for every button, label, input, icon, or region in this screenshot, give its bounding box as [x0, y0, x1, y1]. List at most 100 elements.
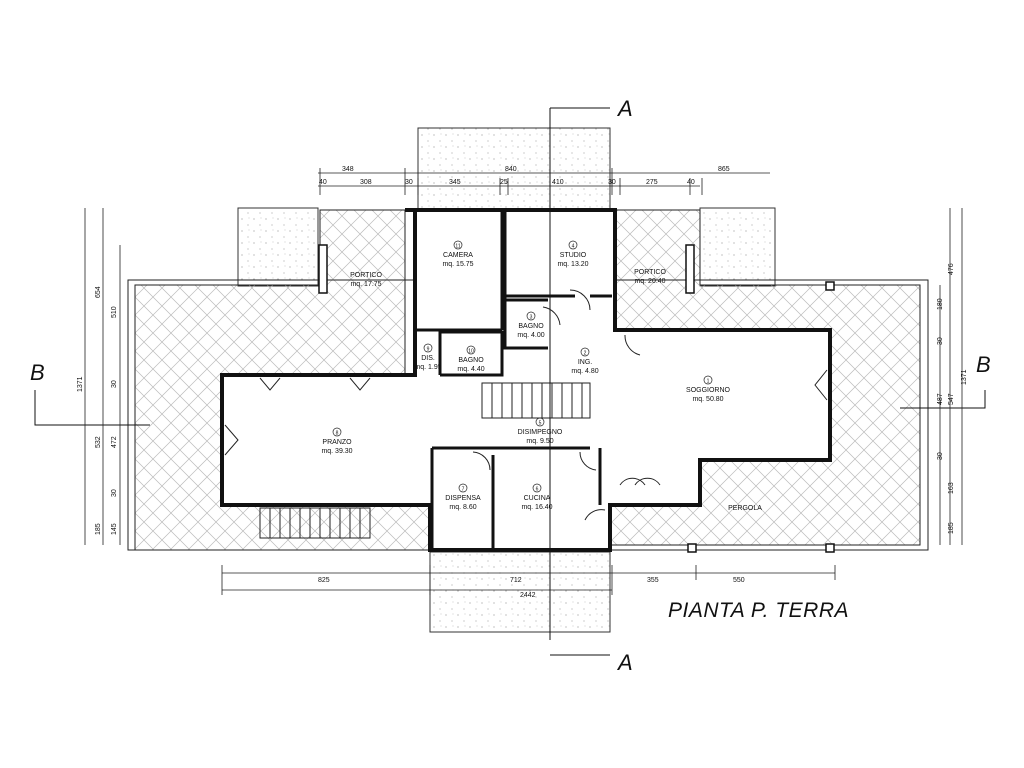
svg-text:3: 3 [530, 315, 533, 321]
dim-label: 30 [111, 380, 118, 388]
svg-text:PORTICO: PORTICO [350, 272, 382, 279]
svg-text:BAGNO: BAGNO [458, 357, 484, 364]
dim-label: 532 [95, 436, 102, 448]
svg-text:4: 4 [572, 244, 575, 250]
svg-text:DISPENSA: DISPENSA [445, 495, 481, 502]
room-disimpegno-9: 9 DIS. mq. 1.95 [414, 343, 442, 371]
room-camera: 11 CAMERA mq. 15.75 [442, 240, 474, 268]
room-pranzo: 8 PRANZO mq. 39.30 [321, 427, 353, 455]
dim-label: 30 [608, 179, 616, 186]
dim-label: 275 [646, 179, 658, 186]
svg-text:1: 1 [707, 379, 710, 385]
dim-bottom: 825 712 355 550 2442 [318, 577, 745, 599]
svg-text:6: 6 [536, 487, 539, 493]
svg-text:mq. 17.75: mq. 17.75 [350, 281, 381, 288]
dim-label: 145 [111, 523, 118, 535]
garden-right [699, 207, 776, 287]
dim-label: 30 [937, 452, 944, 460]
dim-label: 345 [449, 179, 461, 186]
room-bagno-10: 10 BAGNO mq. 4.40 [457, 345, 485, 373]
room-dispensa: 7 DISPENSA mq. 8.60 [445, 483, 481, 511]
dim-label: 30 [111, 489, 118, 497]
svg-text:mq. 16.40: mq. 16.40 [521, 504, 552, 511]
dim-top: 348 840 865 40 308 30 345 25 410 30 275 … [319, 166, 730, 186]
portico-right: PORTICO mq. 20.40 [634, 269, 666, 285]
svg-text:11: 11 [455, 244, 460, 250]
svg-text:mq. 39.30: mq. 39.30 [321, 448, 352, 455]
dim-label: 1371 [77, 376, 84, 392]
dim-label: 185 [948, 522, 955, 534]
pillars [318, 244, 835, 553]
room-disimpegno: 5 DISIMPEGNO mq. 9.50 [518, 417, 563, 445]
svg-text:5: 5 [539, 421, 542, 427]
dim-right: 476 180 30 1371 487 547 30 163 185 [937, 263, 968, 534]
dim-label: 30 [937, 337, 944, 345]
dim-label: 840 [505, 166, 517, 173]
garden-left [237, 207, 319, 287]
svg-text:DISIMPEGNO: DISIMPEGNO [518, 429, 563, 436]
svg-text:mq. 4.80: mq. 4.80 [571, 368, 598, 375]
svg-text:SOGGIORNO: SOGGIORNO [686, 387, 731, 394]
front-terrace-bottom [429, 551, 611, 633]
svg-text:mq. 8.60: mq. 8.60 [449, 504, 476, 511]
dim-label: 25 [500, 179, 508, 186]
dim-label: 510 [111, 306, 118, 318]
dim-label: 825 [318, 577, 330, 584]
svg-text:10: 10 [468, 349, 474, 355]
svg-text:CUCINA: CUCINA [524, 495, 551, 502]
interior-walls [415, 210, 612, 550]
svg-text:CAMERA: CAMERA [443, 252, 473, 259]
dim-label: 185 [95, 523, 102, 535]
svg-text:mq. 15.75: mq. 15.75 [442, 261, 473, 268]
svg-text:mq. 20.40: mq. 20.40 [634, 278, 665, 285]
dim-left: 1371 654 510 30 532 472 30 185 145 [77, 286, 118, 535]
svg-text:7: 7 [462, 487, 465, 493]
dim-label: 487 [937, 393, 944, 405]
doors [224, 289, 828, 521]
room-ingresso: 2 ING. mq. 4.80 [571, 347, 599, 375]
svg-text:8: 8 [336, 431, 339, 437]
dim-label: 654 [95, 286, 102, 298]
section-lines [34, 107, 986, 656]
dim-label: 308 [360, 179, 372, 186]
dim-label: 410 [552, 179, 564, 186]
svg-text:mq. 9.50: mq. 9.50 [526, 438, 553, 445]
dim-label: 163 [948, 482, 955, 494]
dim-label: 180 [937, 298, 944, 310]
dim-label: 472 [111, 436, 118, 448]
dim-label: 865 [718, 166, 730, 173]
svg-text:STUDIO: STUDIO [560, 252, 587, 259]
svg-text:mq. 4.40: mq. 4.40 [457, 366, 484, 373]
dim-label: 1371 [961, 369, 968, 385]
svg-text:mq. 50.80: mq. 50.80 [692, 396, 723, 403]
front-terrace-top [417, 127, 611, 211]
svg-text:mq. 1.95: mq. 1.95 [414, 364, 441, 371]
dim-label: 40 [687, 179, 695, 186]
room-soggiorno: 1 SOGGIORNO mq. 50.80 [686, 375, 731, 403]
portico-left: PORTICO mq. 17.75 [350, 272, 382, 288]
svg-text:PORTICO: PORTICO [634, 269, 666, 276]
staircase [259, 382, 591, 539]
svg-text:9: 9 [427, 347, 430, 353]
dim-label: 547 [948, 393, 955, 405]
section-a-top: A [616, 96, 633, 121]
svg-text:mq. 4.00: mq. 4.00 [517, 332, 544, 339]
dim-label: 355 [647, 577, 659, 584]
svg-text:2: 2 [584, 351, 587, 357]
dim-label: 476 [948, 263, 955, 275]
dim-label: 550 [733, 577, 745, 584]
dimension-lines [84, 168, 963, 595]
svg-text:BAGNO: BAGNO [518, 323, 544, 330]
svg-text:ING.: ING. [578, 359, 592, 366]
svg-text:PRANZO: PRANZO [322, 439, 352, 446]
section-b-right: B [976, 352, 991, 377]
svg-text:DIS.: DIS. [421, 355, 435, 362]
plan-title: PIANTA P. TERRA [668, 599, 849, 622]
svg-text:mq. 13.20: mq. 13.20 [557, 261, 588, 268]
section-a-bottom: A [616, 650, 633, 675]
section-b-left: B [30, 360, 45, 385]
room-studio: 4 STUDIO mq. 13.20 [557, 240, 589, 268]
dim-label: 348 [342, 166, 354, 173]
dim-label: 40 [319, 179, 327, 186]
